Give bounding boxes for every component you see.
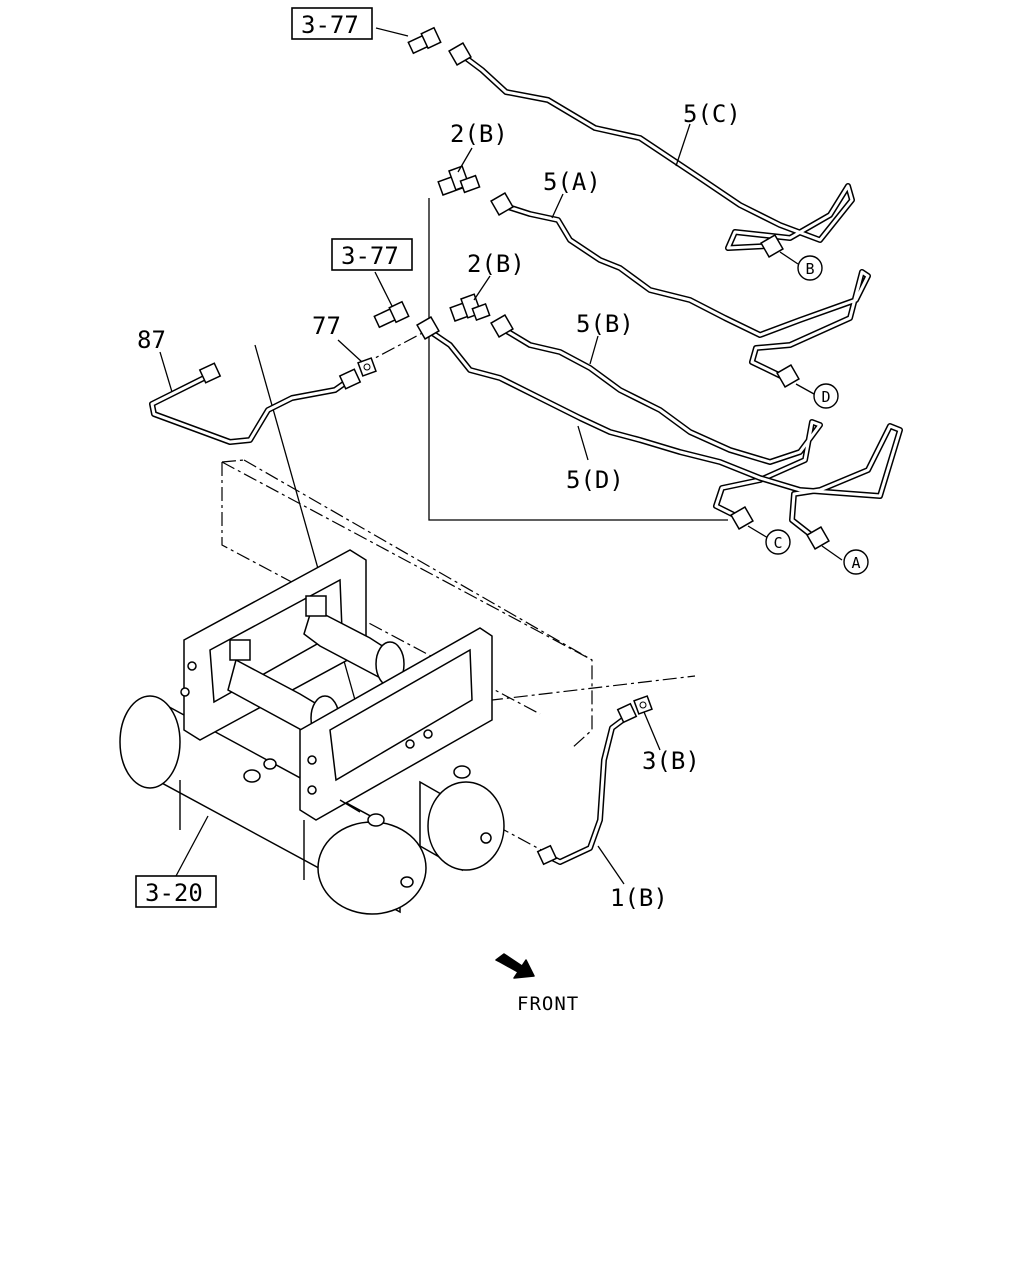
ref-box-mid-text: 3-77 (341, 242, 399, 270)
pipe-87[interactable] (149, 371, 355, 445)
marker-c[interactable]: C (765, 529, 791, 555)
air-tank-assembly[interactable] (119, 549, 505, 915)
ref-box-top[interactable]: 3-77 (291, 7, 373, 40)
connector-mid-icon (373, 300, 410, 329)
label-5b[interactable]: 5(B) (576, 310, 634, 338)
connector-top-icon (407, 26, 442, 55)
label-2b-mid[interactable]: 2(B) (467, 250, 525, 278)
marker-d[interactable]: D (813, 383, 839, 409)
marker-b-text: B (805, 260, 814, 278)
label-5d[interactable]: 5(D) (566, 466, 624, 494)
tee-2b-mid-icon (449, 293, 491, 322)
marker-d-text: D (821, 388, 830, 406)
front-label: FRONT (517, 993, 579, 1015)
marker-a-text: A (851, 554, 860, 572)
label-5a[interactable]: 5(A) (543, 168, 601, 196)
marker-a[interactable]: A (843, 549, 869, 575)
label-77[interactable]: 77 (312, 312, 341, 340)
ref-box-bottom[interactable]: 3-20 (135, 875, 217, 908)
pipe-5b[interactable] (502, 327, 823, 521)
ref-box-top-text: 3-77 (301, 11, 359, 39)
ref-box-bottom-text: 3-20 (145, 879, 203, 907)
nut-3b-icon (633, 695, 653, 715)
air-tank-large-icon (119, 695, 427, 915)
label-1b[interactable]: 1(B) (610, 884, 668, 912)
pipe-5a[interactable] (502, 203, 871, 381)
label-2b-top[interactable]: 2(B) (450, 120, 508, 148)
pipe-5c[interactable] (463, 55, 855, 251)
label-leaders (159, 27, 843, 885)
pipe-5d[interactable] (425, 327, 903, 541)
tank-bracket-front (299, 627, 493, 821)
label-5c[interactable]: 5(C) (683, 100, 741, 128)
pipe-1b[interactable] (545, 713, 631, 865)
front-arrow-icon (495, 953, 535, 979)
fittings (198, 26, 830, 866)
ref-box-mid[interactable]: 3-77 (331, 238, 413, 271)
nut-77-icon (357, 357, 377, 377)
marker-b[interactable]: B (797, 255, 823, 281)
chassis-frame-rail (221, 459, 593, 749)
marker-c-text: C (773, 534, 782, 552)
label-87[interactable]: 87 (137, 326, 166, 354)
tee-2b-top-icon (437, 165, 481, 196)
air-tank-small-icon (419, 780, 505, 872)
label-3b[interactable]: 3(B) (642, 747, 700, 775)
front-direction-indicator: FRONT (495, 953, 579, 1015)
